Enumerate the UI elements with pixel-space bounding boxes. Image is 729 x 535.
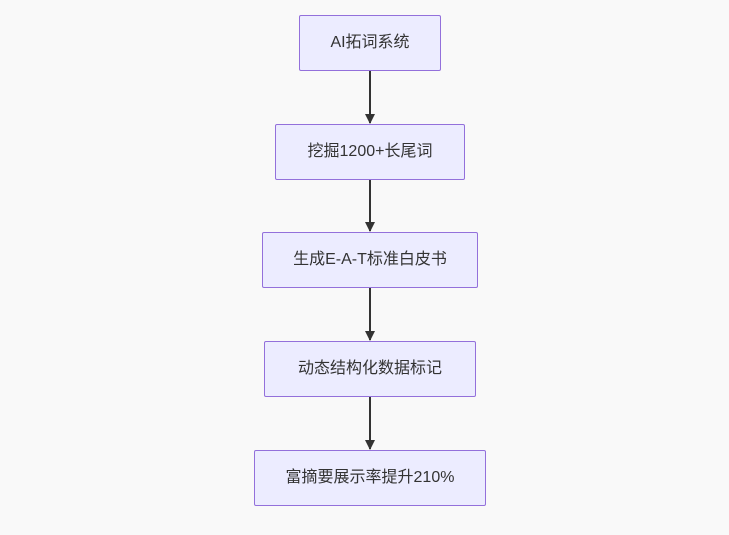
- flow-node-label: 动态结构化数据标记: [297, 360, 442, 378]
- flow-node-label: AI拓词系统: [330, 34, 410, 52]
- flow-node-longtail-mining: 挖掘1200+长尾词: [275, 124, 465, 180]
- flow-node-label: 挖掘1200+长尾词: [307, 143, 433, 161]
- flow-node-ai-keyword-system: AI拓词系统: [299, 15, 441, 71]
- flow-node-label: 富摘要展示率提升210%: [285, 469, 455, 487]
- flow-node-rich-snippet-result: 富摘要展示率提升210%: [254, 450, 486, 506]
- flow-node-label: 生成E-A-T标准白皮书: [293, 251, 447, 269]
- flow-node-structured-data-markup: 动态结构化数据标记: [264, 341, 476, 397]
- flow-node-eat-whitepaper: 生成E-A-T标准白皮书: [262, 232, 478, 288]
